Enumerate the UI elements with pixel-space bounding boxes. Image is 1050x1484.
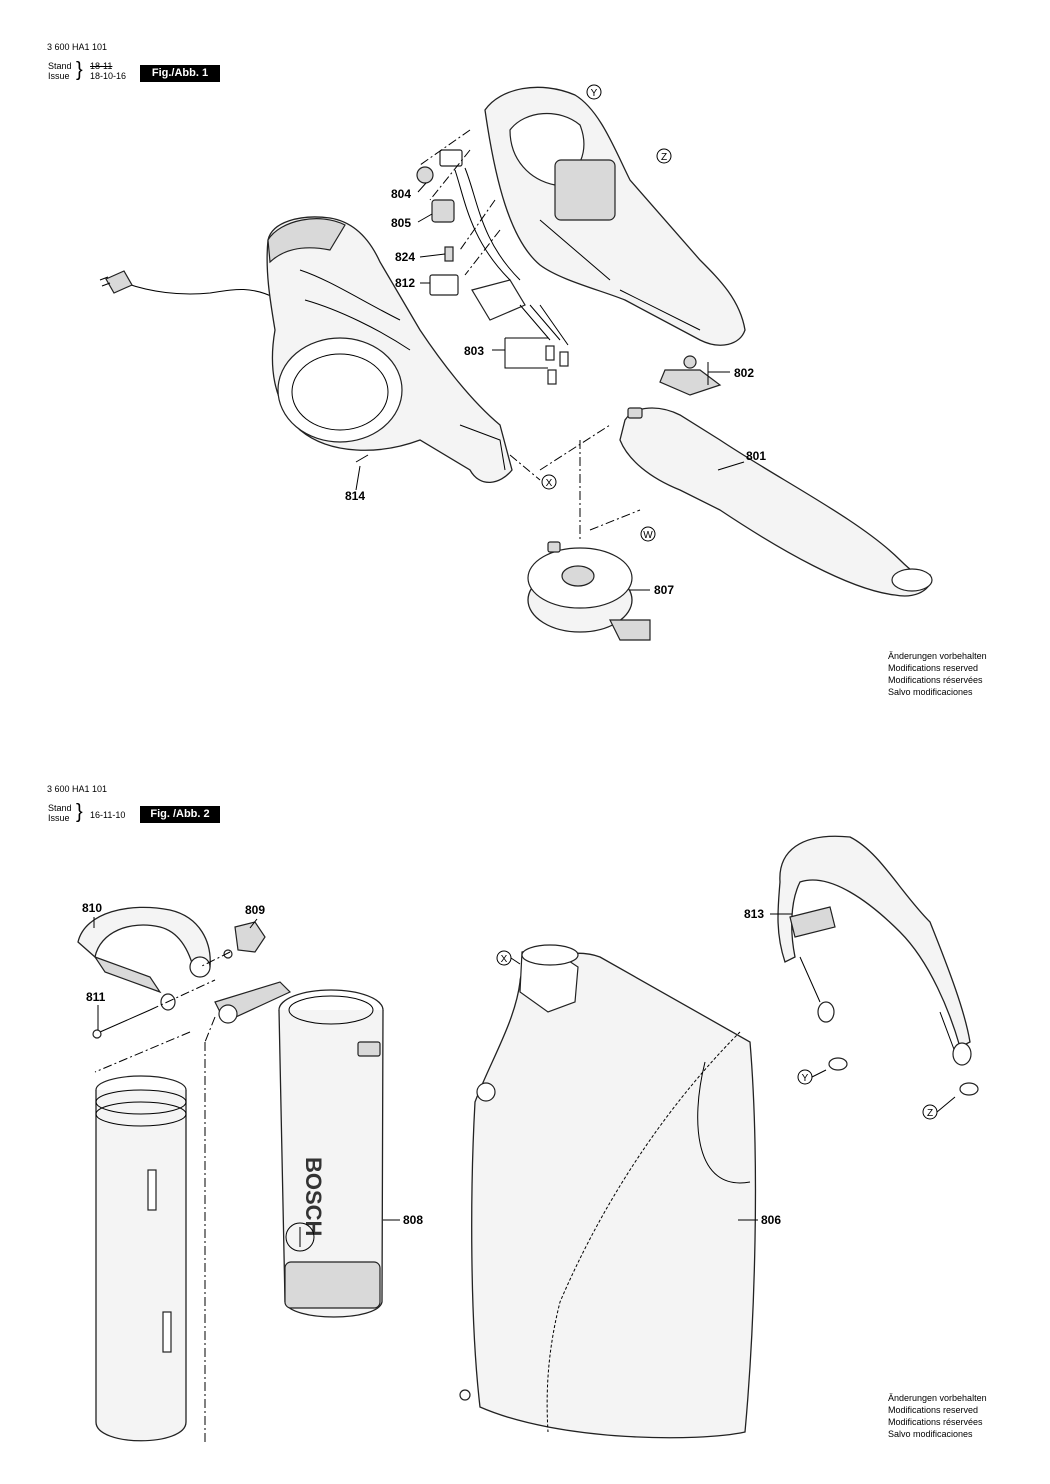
figure-label: Fig. /Abb. 2 (140, 806, 220, 823)
part-number-812: 812 (395, 276, 415, 290)
ref-letter: Y (802, 1073, 809, 1084)
blower-tube-801 (619, 407, 933, 597)
issue-label: Issue (48, 71, 70, 81)
leader-line (510, 957, 521, 965)
screw-814 (355, 454, 369, 463)
ref-x-fig2: X (496, 950, 512, 966)
ref-x-fig1: X (541, 474, 557, 490)
note-line: Modifications reserved (888, 1405, 979, 1415)
part-number-801: 801 (746, 449, 766, 463)
document-number: 3 600 HA1 101 (47, 42, 108, 52)
ref-y-fig2: Y (797, 1069, 813, 1085)
stand-issue-dates: 18-11 18-10-16 (90, 61, 126, 81)
filter-cover-807 (527, 541, 651, 641)
leader-line (811, 1069, 827, 1078)
part-number-807: 807 (654, 583, 674, 597)
collection-tube-left (95, 1075, 187, 1442)
part-number-802: 802 (734, 366, 754, 380)
part-number-804: 804 (391, 187, 411, 201)
ref-z-fig1: Z (656, 148, 672, 164)
assembly-lines (419, 129, 641, 540)
exploded-view-figure-2: BOSCH X Y Z (77, 835, 979, 1442)
part-number-803: 803 (464, 344, 484, 358)
brace-glyph: } (76, 59, 83, 81)
note-line: Modifications reserved (888, 663, 979, 673)
housing-left-half (266, 216, 513, 484)
leader-line (936, 1096, 956, 1113)
part-number-806: 806 (761, 1213, 781, 1227)
knob-809 (223, 921, 266, 959)
ref-letter: Z (927, 1108, 933, 1119)
figure-label: Fig./Abb. 1 (140, 65, 220, 82)
ref-letter: Z (661, 152, 667, 163)
part-number-805: 805 (391, 216, 411, 230)
issue-label: Issue (48, 813, 70, 823)
power-cord (99, 270, 276, 299)
part-number-813: 813 (744, 907, 764, 921)
stand-issue-labels: Stand Issue (48, 803, 72, 823)
changes-reserved-note: Änderungen vorbehalten Modifications res… (888, 650, 987, 698)
note-line: Modifications réservées (888, 675, 983, 685)
part-number-824: 824 (395, 250, 415, 264)
note-line: Änderungen vorbehalten (888, 1393, 987, 1403)
housing-right-half (484, 86, 746, 346)
switch-assembly (416, 149, 569, 385)
part-number-809: 809 (245, 903, 265, 917)
note-line: Änderungen vorbehalten (888, 651, 987, 661)
note-line: Salvo modificaciones (888, 687, 973, 697)
ref-letter: W (643, 530, 653, 541)
document-number: 3 600 HA1 101 (47, 784, 108, 794)
stand-label: Stand (48, 803, 72, 813)
ref-letter: X (501, 954, 508, 965)
shoulder-strap-813 (777, 835, 979, 1096)
changes-reserved-note: Änderungen vorbehalten Modifications res… (888, 1392, 987, 1440)
part-number-808: 808 (403, 1213, 423, 1227)
ref-y-fig1: Y (586, 84, 602, 100)
exploded-view-figure-1: Y Z X W 804 805 824 812 803 802 801 814 … (99, 84, 933, 641)
ref-letter: Y (591, 88, 598, 99)
leader-lines (355, 182, 745, 591)
ref-w-fig1: W (640, 526, 656, 542)
stand-date: 18-11 (90, 61, 113, 71)
figure-2-sheet: 3 600 HA1 101 Stand Issue } 16-11-10 Fig… (0, 742, 1050, 1484)
issue-date: 18-10-16 (90, 71, 127, 81)
stand-label: Stand (48, 61, 72, 71)
leader-lines (93, 913, 792, 1221)
ref-z-fig2: Z (922, 1104, 938, 1120)
handle-810 (77, 906, 211, 994)
stand-issue-labels: Stand Issue (48, 61, 72, 81)
figure-1-sheet: 3 600 HA1 101 Stand Issue } 18-11 18-10-… (47, 42, 987, 698)
brace-glyph: } (76, 801, 83, 823)
part-number-811: 811 (86, 990, 106, 1004)
note-line: Salvo modificaciones (888, 1429, 973, 1439)
part-number-814: 814 (345, 489, 365, 503)
suction-tube-808: BOSCH (214, 981, 384, 1318)
note-line: Modifications réservées (888, 1417, 983, 1427)
part-number-810: 810 (82, 901, 102, 915)
ref-letter: X (546, 478, 553, 489)
collection-bag-806 (459, 944, 757, 1439)
assembly-lines (94, 951, 231, 1442)
cable-clamp-802 (659, 355, 722, 396)
brand-lettering: BOSCH (301, 1157, 326, 1236)
issue-date: 16-11-10 (90, 810, 126, 820)
